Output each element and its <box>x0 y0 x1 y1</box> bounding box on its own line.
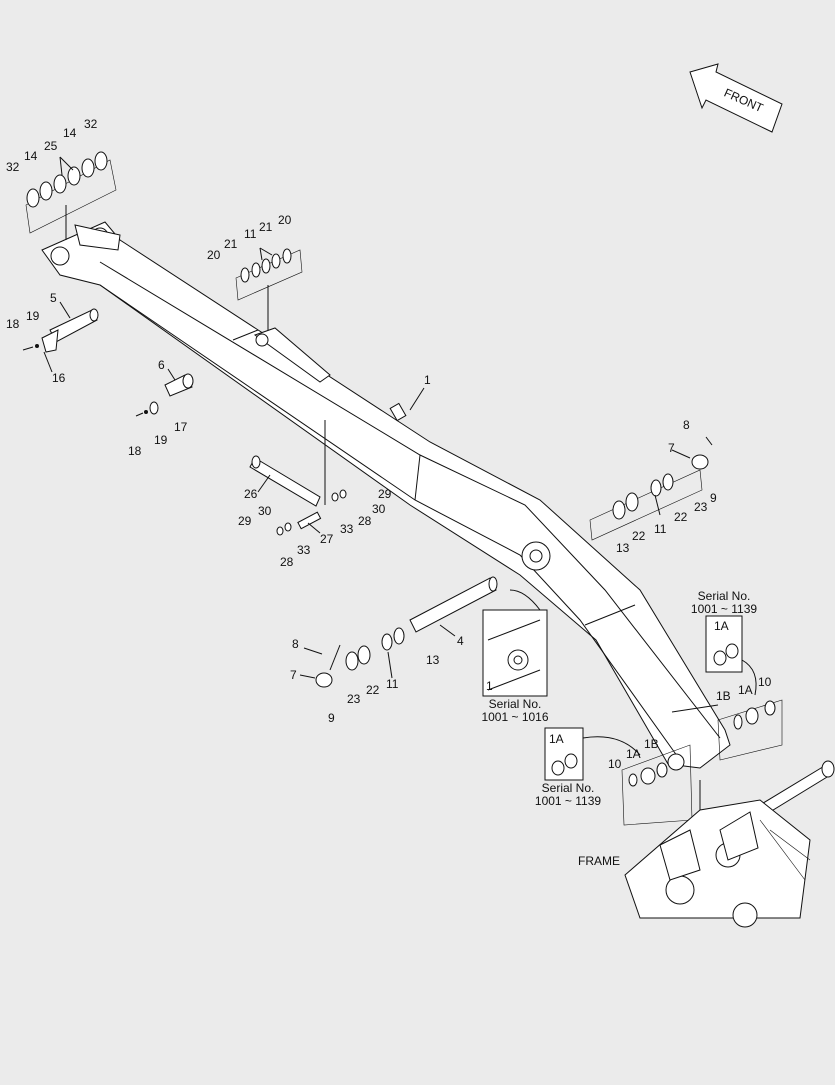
inset-serial-1001-1016 <box>482 589 548 697</box>
callout-10-left: 10 <box>608 757 622 771</box>
callout-18-bottom: 18 <box>128 444 142 458</box>
callout-26: 26 <box>244 487 258 501</box>
callout-11-right: 11 <box>654 522 667 536</box>
serial-bot-label: Serial No. <box>542 781 595 795</box>
callout-1a-inset-bottom: 1A <box>549 732 564 746</box>
callout-8-left: 8 <box>292 637 299 651</box>
callout-32-right: 32 <box>84 117 98 131</box>
shim-stack-right <box>589 454 709 541</box>
callout-22-right-a: 22 <box>632 529 646 543</box>
boom-body <box>41 221 731 771</box>
pin-4 <box>409 576 498 633</box>
serial-top-label: Serial No. <box>698 589 751 603</box>
inset-1a-bottom <box>544 727 641 781</box>
frame-label: FRAME <box>578 854 620 868</box>
callout-labels: 1 4 5 6 7 8 9 7 8 9 10 10 11 11 11 13 13… <box>6 117 772 868</box>
callout-13-right: 13 <box>616 541 630 555</box>
callout-1a-left: 1A <box>626 747 641 761</box>
callout-11-top: 11 <box>244 227 257 241</box>
callout-9-left: 9 <box>328 711 335 725</box>
callout-25: 25 <box>44 139 58 153</box>
bushings-foot <box>621 699 783 840</box>
callout-1b-left: 1B <box>644 737 659 751</box>
small-parts-26-33 <box>276 420 347 536</box>
callout-10-right: 10 <box>758 675 772 689</box>
callout-18-top: 18 <box>6 317 20 331</box>
callout-21-right: 21 <box>259 220 273 234</box>
callout-13-lower: 13 <box>426 653 440 667</box>
callout-14-right: 14 <box>63 126 77 140</box>
callout-29-left: 29 <box>238 514 252 528</box>
callout-4: 4 <box>457 634 464 648</box>
callout-23-lower: 23 <box>347 692 361 706</box>
callout-19-top: 19 <box>26 309 40 323</box>
frame-part <box>624 799 811 928</box>
callout-1-inset: 1 <box>486 679 493 693</box>
callout-22-right-b: 22 <box>674 510 688 524</box>
callout-23-right: 23 <box>694 500 708 514</box>
callout-21-left: 21 <box>224 237 238 251</box>
callout-14-left: 14 <box>24 149 38 163</box>
callout-20-left: 20 <box>207 248 221 262</box>
callout-11-lower: 11 <box>386 677 399 691</box>
shim-stack-top-left <box>25 151 117 240</box>
callout-22-lower-a: 22 <box>366 683 380 697</box>
callout-8-right: 8 <box>683 418 690 432</box>
shim-stack-mid-top <box>235 248 303 330</box>
serial-mid-range: 1001 ~ 1016 <box>481 710 548 724</box>
shim-stack-lower <box>315 627 405 688</box>
callout-17: 17 <box>174 420 188 434</box>
front-arrow-icon: FRONT <box>689 63 783 133</box>
inset-1a-top <box>705 615 757 696</box>
callout-1a-inset-top: 1A <box>714 619 729 633</box>
callout-16: 16 <box>52 371 66 385</box>
callout-27: 27 <box>320 532 334 546</box>
serial-mid-label: Serial No. <box>489 697 542 711</box>
callout-32-left: 32 <box>6 160 20 174</box>
pin-26 <box>249 455 321 507</box>
pin-5 <box>41 308 99 353</box>
callout-30-left: 30 <box>258 504 272 518</box>
leader-lines <box>43 156 713 679</box>
callout-30-right: 30 <box>372 502 386 516</box>
callout-28-right: 28 <box>358 514 372 528</box>
callout-20-right: 20 <box>278 213 292 227</box>
serial-notes: Serial No. 1001 ~ 1139 Serial No. 1001 ~… <box>481 589 757 808</box>
callout-19-bottom: 19 <box>154 433 168 447</box>
callout-9-right: 9 <box>710 491 717 505</box>
small-parts-17-19 <box>22 344 159 417</box>
callout-5: 5 <box>50 291 57 305</box>
callout-29-right: 29 <box>378 487 392 501</box>
pin-6 <box>164 373 194 397</box>
serial-bot-range: 1001 ~ 1139 <box>535 794 602 808</box>
callout-28-left: 28 <box>280 555 294 569</box>
callout-6: 6 <box>158 358 165 372</box>
callout-7-right: 7 <box>668 441 675 455</box>
callout-33-right: 33 <box>340 522 354 536</box>
callout-33-left: 33 <box>297 543 311 557</box>
callout-1a-right: 1A <box>738 683 753 697</box>
callout-1b-right: 1B <box>716 689 731 703</box>
callout-1: 1 <box>424 373 431 387</box>
callout-7-left: 7 <box>290 668 297 682</box>
serial-top-range: 1001 ~ 1139 <box>691 602 758 616</box>
